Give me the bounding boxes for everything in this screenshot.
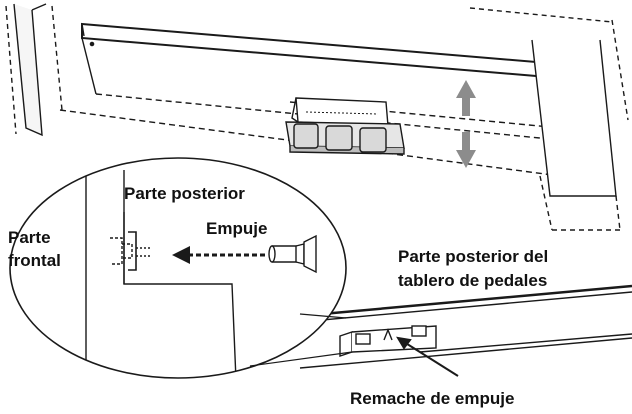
label-front-line2: frontal — [8, 251, 61, 270]
left-side-panel — [13, 3, 43, 137]
label-front-line1: Parte — [8, 228, 51, 247]
label-board-rear-line2: tablero de pedales — [398, 271, 547, 290]
pedal-unit — [285, 97, 405, 155]
detail-bubble — [9, 157, 353, 379]
label-push: Empuje — [206, 219, 267, 238]
right-side-panel — [531, 39, 617, 197]
label-board-rear-line1: Parte posterior del — [398, 247, 548, 266]
pedal-board-rear — [299, 284, 632, 369]
rivet-pointer — [396, 336, 459, 377]
pedal-left — [293, 123, 319, 149]
label-rear-side: Parte posterior — [124, 184, 245, 203]
pedal-right — [359, 127, 387, 153]
left-arrow-icon — [172, 246, 268, 264]
pedal-center — [325, 125, 353, 151]
piano-body — [5, 3, 629, 231]
front-board — [81, 22, 561, 80]
label-push-rivet: Remache de empuje — [350, 389, 514, 408]
up-down-arrow-icon — [456, 80, 476, 168]
